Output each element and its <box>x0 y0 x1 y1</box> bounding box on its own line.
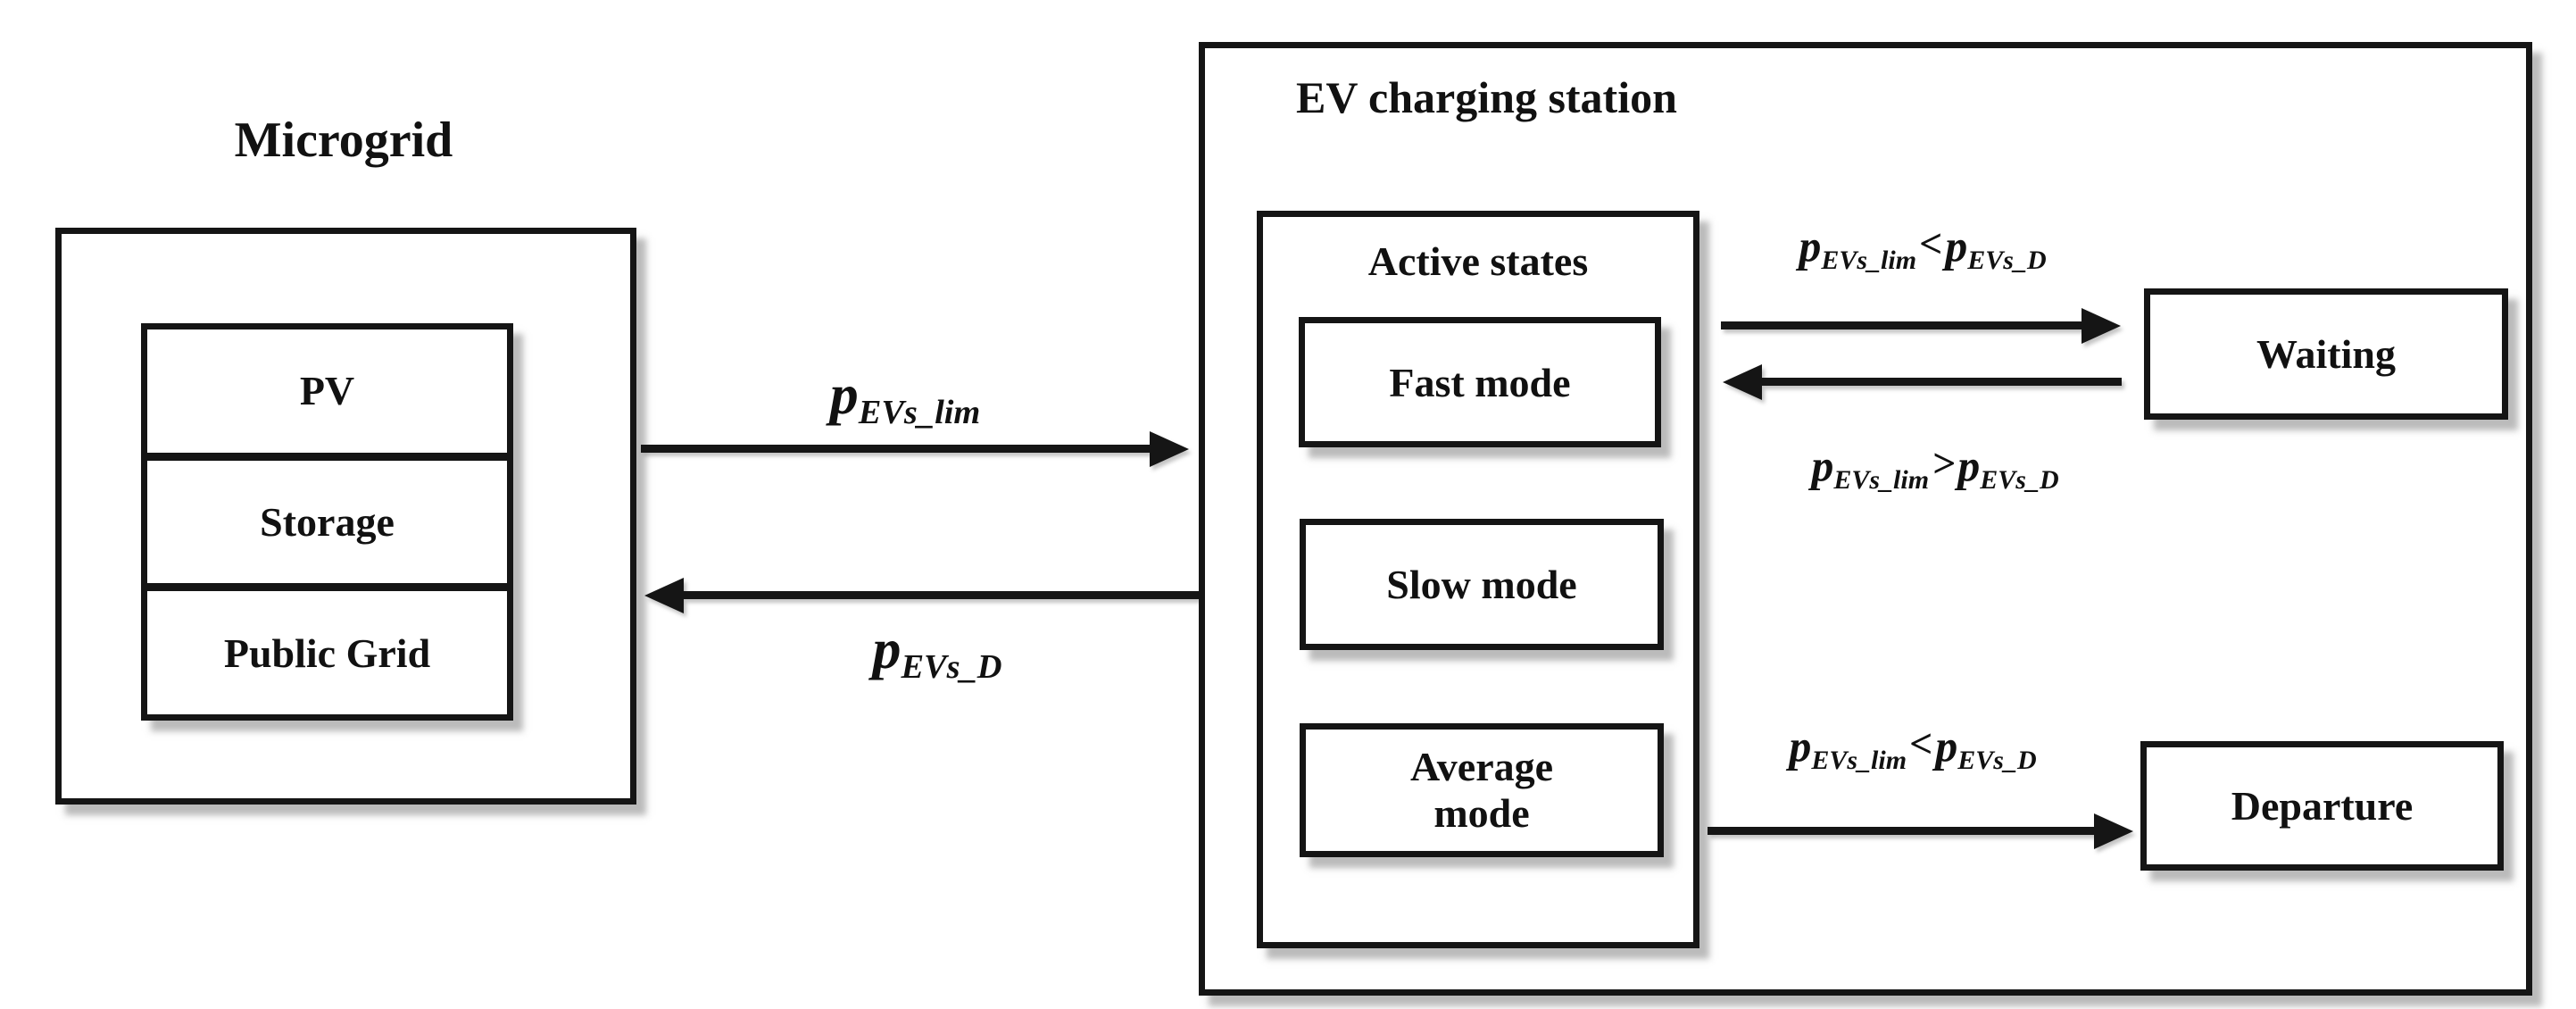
math-var: p <box>872 617 902 680</box>
flow-label-p-evs-d: pEVs_D <box>759 621 1116 684</box>
arrow-waiting-to-active <box>1760 378 2122 386</box>
fast-mode-box: Fast mode <box>1299 317 1661 447</box>
math-subscript: EVs_lim <box>1821 245 1917 275</box>
storage-label: Storage <box>260 499 395 545</box>
greater-than-operator: > <box>1932 440 1956 486</box>
departure-box: Departure <box>2140 741 2504 871</box>
microgrid-components-box: PV Storage Public Grid <box>141 323 513 721</box>
math-var: p <box>829 363 859 426</box>
arrow-station-to-microgrid <box>682 591 1199 599</box>
condition-label-waiting-to-active: pEVs_lim>pEVs_D <box>1725 443 2145 494</box>
pv-label: PV <box>299 368 355 414</box>
less-than-operator: < <box>1919 221 1943 266</box>
arrow-microgrid-to-station <box>641 445 1151 453</box>
public-grid-box: Public Grid <box>147 583 507 714</box>
math-subscript: EVs_D <box>901 647 1002 686</box>
math-var: p <box>1811 440 1834 491</box>
waiting-label: Waiting <box>2256 331 2396 377</box>
math-subscript: EVs_lim <box>858 393 981 431</box>
condition-label-to-waiting: pEVs_lim<pEVs_D <box>1713 223 2132 274</box>
arrow-active-to-waiting <box>1721 321 2083 329</box>
math-var: p <box>1799 221 1822 271</box>
storage-box: Storage <box>147 452 507 584</box>
departure-label: Departure <box>2231 783 2414 829</box>
public-grid-label: Public Grid <box>223 630 431 676</box>
less-than-operator: < <box>1909 721 1933 766</box>
arrow-active-to-departure <box>1708 827 2096 835</box>
fast-mode-label: Fast mode <box>1389 359 1571 405</box>
math-subscript: EVs_D <box>1980 464 2059 495</box>
microgrid-title: Microgrid <box>234 113 453 168</box>
math-subscript: EVs_D <box>1967 245 2047 275</box>
average-mode-label: Average mode <box>1409 744 1554 836</box>
slow-mode-label: Slow mode <box>1386 562 1577 607</box>
flow-label-p-evs-lim: pEVs_lim <box>727 366 1084 429</box>
math-subscript: EVs_D <box>1957 745 2037 775</box>
average-mode-box: Average mode <box>1300 723 1664 857</box>
math-subscript: EVs_lim <box>1833 464 1930 495</box>
condition-label-to-departure: pEVs_lim<pEVs_D <box>1703 723 2123 774</box>
math-var: p <box>1945 221 1968 271</box>
math-var: p <box>1935 721 1958 771</box>
math-var: p <box>1957 440 1981 491</box>
math-subscript: EVs_lim <box>1811 745 1907 775</box>
ev-station-title: EV charging station <box>1296 72 1677 122</box>
math-var: p <box>1789 721 1812 771</box>
slow-mode-box: Slow mode <box>1300 519 1664 650</box>
pv-box: PV <box>147 329 507 453</box>
waiting-box: Waiting <box>2144 288 2508 420</box>
active-states-title: Active states <box>1367 238 1589 284</box>
